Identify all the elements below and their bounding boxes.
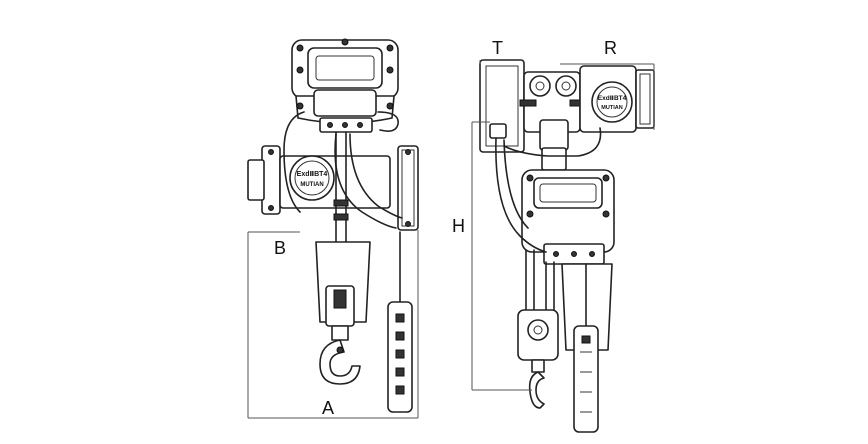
chain-side bbox=[525, 249, 555, 311]
dim-label-b: B bbox=[274, 238, 286, 258]
dimension-lines-front bbox=[247, 230, 419, 419]
trolley-body bbox=[247, 145, 419, 231]
pendant-front bbox=[387, 231, 413, 413]
badge-side-line1: ExdⅡBT4 bbox=[598, 95, 627, 102]
dim-label-h: H bbox=[452, 216, 465, 236]
pendant-side bbox=[573, 263, 599, 433]
badge-line1: ExdⅡBT4 bbox=[297, 171, 328, 178]
side-view-hoist: ExdⅡBT4 MUTIAN bbox=[452, 38, 655, 433]
dim-label-r: R bbox=[604, 38, 617, 58]
badge-side-line2: MUTIAN bbox=[601, 105, 622, 111]
front-view-hoist: ExdⅡBT4 MUTIAN bbox=[247, 38, 419, 419]
motor-housing-side bbox=[521, 169, 615, 265]
badge-line2: MUTIAN bbox=[300, 182, 323, 188]
dimension-lines-side bbox=[471, 60, 655, 391]
ex-badge-side: ExdⅡBT4 MUTIAN bbox=[591, 81, 633, 123]
hook-block-side bbox=[517, 309, 559, 409]
motor-housing bbox=[291, 38, 399, 133]
dim-label-a: A bbox=[322, 398, 334, 418]
dim-label-t: T bbox=[492, 38, 503, 58]
hook-block-front bbox=[319, 285, 361, 385]
ex-badge-front: ExdⅡBT4 MUTIAN bbox=[289, 155, 335, 201]
